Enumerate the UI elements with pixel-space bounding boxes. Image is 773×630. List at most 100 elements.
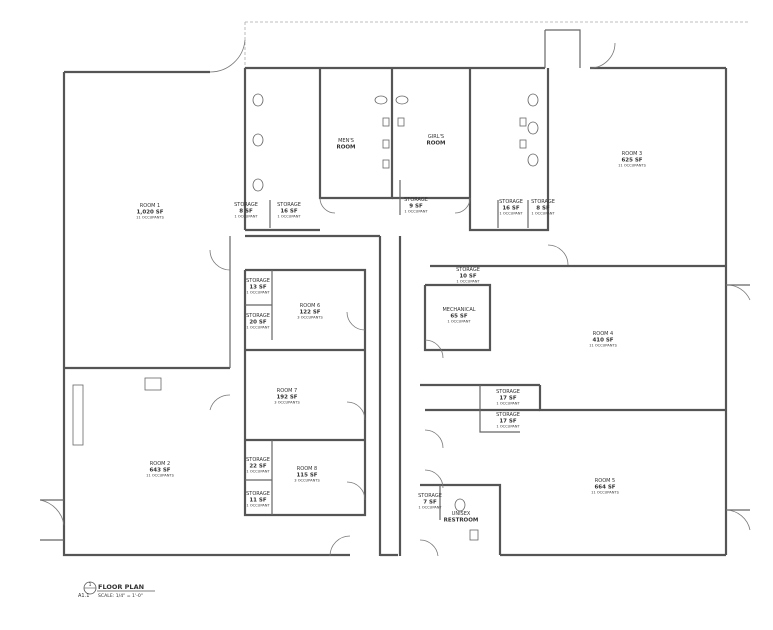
room-area: 8 SF	[239, 209, 253, 215]
interior-walls	[64, 68, 726, 556]
room-area: 13 SF	[249, 285, 267, 291]
room-label: ROOM 5	[595, 478, 615, 484]
room-label: ROOM 6	[300, 303, 320, 309]
toilet-fixtures	[72, 93, 539, 541]
room-label: STORAGE	[456, 267, 480, 273]
room-occupants: 1 OCCUPANT	[418, 506, 442, 510]
room-occupants: 1 OCCUPANT	[246, 291, 270, 295]
room-area: 17 SF	[499, 419, 517, 425]
room-occupants: 1 OCCUPANT	[246, 326, 270, 330]
detail-number: 1	[89, 582, 92, 588]
room-label: STORAGE	[246, 313, 270, 319]
room-label: GIRL'S	[428, 134, 444, 140]
room-label: STORAGE	[496, 412, 520, 418]
room-area: ROOM	[336, 145, 355, 151]
room-area: 20 SF	[249, 320, 267, 326]
room-area: 192 SF	[276, 395, 297, 401]
room-area: 16 SF	[280, 209, 298, 215]
room-area: 22 SF	[249, 464, 267, 470]
room-occupants: 1 OCCUPANT	[531, 212, 555, 216]
room-area: 625 SF	[621, 158, 642, 164]
room-label: ROOM 1	[140, 203, 160, 209]
room-label: STORAGE	[234, 202, 258, 208]
room-occupants: 11 OCCUPANTS	[136, 216, 164, 220]
room-label: STORAGE	[246, 278, 270, 284]
drawing-title: FLOOR PLAN	[98, 583, 144, 591]
room-area: 410 SF	[592, 338, 613, 344]
drawing-caption: 1 A1.1 FLOOR PLAN SCALE: 1/4" = 1'-0"	[78, 581, 155, 599]
room-label: STORAGE	[246, 457, 270, 463]
room-occupants: 3 OCCUPANTS	[297, 316, 323, 320]
room-occupants: 1 OCCUPANT	[456, 280, 480, 284]
room-occupants: 11 OCCUPANTS	[591, 491, 619, 495]
room-occupants: 1 OCCUPANT	[234, 215, 258, 219]
room-area: 65 SF	[450, 314, 468, 320]
room-occupants: 11 OCCUPANTS	[589, 344, 617, 348]
room-area: 10 SF	[459, 274, 477, 280]
room-label: ROOM 2	[150, 461, 170, 467]
drawing-scale: SCALE: 1/4" = 1'-0"	[98, 593, 143, 599]
room-label: STORAGE	[246, 491, 270, 497]
room-label: MECHANICAL	[442, 307, 475, 313]
room-occupants: 1 OCCUPANT	[499, 212, 523, 216]
room-label: ROOM 3	[622, 151, 642, 157]
room-occupants: 1 OCCUPANT	[496, 402, 520, 406]
room-label: STORAGE	[499, 199, 523, 205]
room-occupants: 1 OCCUPANT	[246, 504, 270, 508]
room-area: 122 SF	[299, 310, 320, 316]
exterior-walls	[40, 29, 750, 557]
room-occupants: 3 OCCUPANTS	[294, 479, 320, 483]
room-label: MEN'S	[338, 138, 354, 144]
room-area: 16 SF	[502, 206, 520, 212]
room-label: STORAGE	[418, 493, 442, 499]
room-label: ROOM 8	[297, 466, 317, 472]
room-area: 17 SF	[499, 396, 517, 402]
sheet-number: A1.1	[78, 593, 89, 599]
room-area: 11 SF	[249, 498, 267, 504]
door-swings	[39, 39, 751, 557]
room-label: ROOM 4	[593, 331, 613, 337]
room-area: 115 SF	[296, 473, 317, 479]
room-label: STORAGE	[404, 197, 428, 203]
room-occupants: 1 OCCUPANT	[496, 425, 520, 429]
room-area: 1,020 SF	[136, 210, 163, 216]
room-occupants: 1 OCCUPANT	[246, 470, 270, 474]
room-area: 7 SF	[423, 500, 437, 506]
room-occupants: 11 OCCUPANTS	[618, 164, 646, 168]
room-occupants: 1 OCCUPANT	[404, 210, 428, 214]
room-label: STORAGE	[531, 199, 555, 205]
room-label: ROOM 7	[277, 388, 297, 394]
room-occupants: 1 OCCUPANT	[277, 215, 301, 219]
room-occupants: 3 OCCUPANTS	[274, 401, 300, 405]
room-area: 664 SF	[594, 485, 615, 491]
room-label: UNISEX	[452, 511, 471, 517]
room-area: RESTROOM	[444, 518, 479, 524]
room-occupants: 11 OCCUPANTS	[146, 474, 174, 478]
